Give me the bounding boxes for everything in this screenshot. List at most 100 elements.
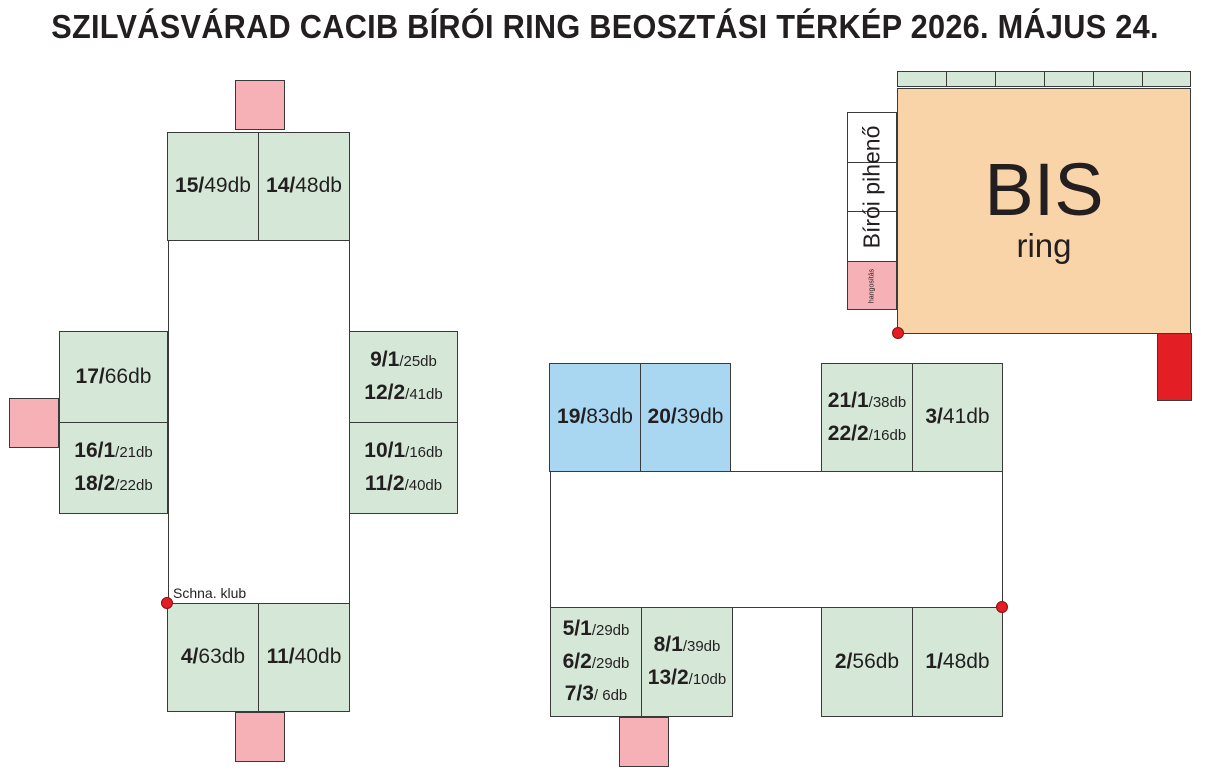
sound-booth-label: hangosítás xyxy=(868,268,876,303)
ring-number: 14/ xyxy=(266,174,296,198)
judges-rest-label: Bírói pihenő xyxy=(858,125,885,249)
ring-number: 5/1 xyxy=(562,617,592,641)
dog-count: /39db xyxy=(682,638,721,656)
ring-label-line: 15/49db xyxy=(175,170,251,203)
bis-strip-3 xyxy=(995,71,1045,87)
ring-number: 9/1 xyxy=(370,348,400,372)
right-aisle xyxy=(550,471,1003,608)
ring-number: 7/3 xyxy=(564,682,594,706)
ring-number: 13/2 xyxy=(647,666,689,689)
ring-number: 15/ xyxy=(175,174,205,198)
dog-count: /40db xyxy=(404,477,443,494)
ring-number: 18/2 xyxy=(74,472,116,495)
ring-11[interactable]: 11/40db xyxy=(258,603,350,712)
ring-label-line: 3/41db xyxy=(925,401,989,434)
ring-label-line: 8/1/39db xyxy=(654,629,721,662)
judges-rest: Bírói pihenő xyxy=(847,112,897,262)
dog-count: /21db xyxy=(115,444,153,462)
dog-count: / 6db xyxy=(593,687,628,705)
dog-count: /22db xyxy=(115,477,153,494)
ring-number: 6/2 xyxy=(562,649,592,673)
ring-label-line: 16/1/21db xyxy=(74,435,152,468)
ring-number: 16/1 xyxy=(74,439,116,463)
ring-label-line: 22/2/16db xyxy=(828,418,906,451)
ring-label-line: 17/66db xyxy=(76,361,152,394)
ring-label-line: 6/2/29db xyxy=(563,646,630,679)
bis-strip-4 xyxy=(1044,71,1094,87)
ring-14[interactable]: 14/48db xyxy=(258,132,350,241)
dog-count: 41db xyxy=(942,405,990,429)
bis-ring-subtitle: ring xyxy=(1016,227,1072,264)
ring-number: 22/2 xyxy=(827,421,869,445)
entrance-bottom-left xyxy=(235,712,285,762)
bis-strip-1 xyxy=(897,71,947,87)
dog-count: /38db xyxy=(868,393,907,411)
dog-count: 66db xyxy=(104,364,152,388)
ring-label-line: 11/40db xyxy=(267,641,342,674)
ring-17[interactable]: 17/66db xyxy=(59,331,168,423)
ring-label-line: 12/2/41db xyxy=(364,377,442,410)
dog-count: 39db xyxy=(676,405,724,429)
ring-number: 11/2 xyxy=(364,472,405,495)
ring-label-line: 13/2/10db xyxy=(648,662,726,695)
ring-number: 8/1 xyxy=(653,633,683,657)
dog-count: 56db xyxy=(852,649,900,673)
ring-label-line: 7/3/ 6db xyxy=(565,678,628,711)
page-title: SZILVÁSVÁRAD CACIB BÍRÓI RING BEOSZTÁSI … xyxy=(51,8,1159,45)
ring-number: 20/ xyxy=(647,405,677,429)
ring-number: 17/ xyxy=(75,364,105,388)
ring-number: 19/ xyxy=(557,405,587,429)
dog-count: 63db xyxy=(198,645,246,669)
ring-4[interactable]: 4/63db xyxy=(167,603,259,712)
bis-strip-2 xyxy=(946,71,996,87)
ring-number: 21/1 xyxy=(827,388,869,412)
ring-label-line: 10/1/16db xyxy=(364,435,442,468)
ring-20[interactable]: 20/39db xyxy=(640,363,731,472)
ring-19[interactable]: 19/83db xyxy=(549,363,641,472)
ring-15[interactable]: 15/49db xyxy=(167,132,259,241)
ring-label-line: 5/1/29db xyxy=(563,613,630,646)
ring-label-line: 9/1/25db xyxy=(370,344,437,377)
club-marker xyxy=(161,597,173,609)
ring-3[interactable]: 3/41db xyxy=(912,363,1003,472)
entrance-left xyxy=(9,398,59,448)
bis-ring[interactable]: BIS ring xyxy=(897,88,1191,334)
dog-count: /29db xyxy=(591,654,630,672)
dog-count: 83db xyxy=(586,405,633,429)
dog-count: 49db xyxy=(204,174,251,198)
ring-label-line: 14/48db xyxy=(266,170,342,203)
club-label: Schna. klub xyxy=(173,585,247,601)
ring-label-line: 11/2/40db xyxy=(365,468,442,501)
ring-label-line: 18/2/22db xyxy=(74,468,152,501)
right-marker xyxy=(996,601,1008,613)
dog-count: /41db xyxy=(405,386,443,403)
bis-exit xyxy=(1157,333,1192,401)
ring-1[interactable]: 1/48db xyxy=(912,607,1003,717)
sound-booth: hangosítás xyxy=(847,261,897,310)
ring-number: 4/ xyxy=(180,645,199,669)
ring-label-line: 2/56db xyxy=(835,646,899,679)
ring-number: 3/ xyxy=(925,405,943,429)
dog-count: 48db xyxy=(942,649,990,673)
bis-ring-title: BIS xyxy=(984,148,1104,231)
left-aisle xyxy=(168,240,350,604)
ring-label-line: 21/1/38db xyxy=(828,385,906,418)
bis-strip-5 xyxy=(1093,71,1143,87)
ring-label-line: 19/83db xyxy=(557,401,633,434)
ring-label-line: 1/48db xyxy=(925,646,989,679)
entrance-top-left xyxy=(235,80,285,130)
dog-count: /10db xyxy=(688,671,727,688)
ring-label-line: 20/39db xyxy=(648,401,724,434)
dog-count: /16db xyxy=(868,426,907,444)
ring-number: 10/1 xyxy=(364,439,406,463)
ring-2[interactable]: 2/56db xyxy=(821,607,913,717)
ring-number: 2/ xyxy=(834,649,853,673)
ring-label-line: 4/63db xyxy=(181,641,245,674)
dog-count: 48db xyxy=(295,174,342,198)
